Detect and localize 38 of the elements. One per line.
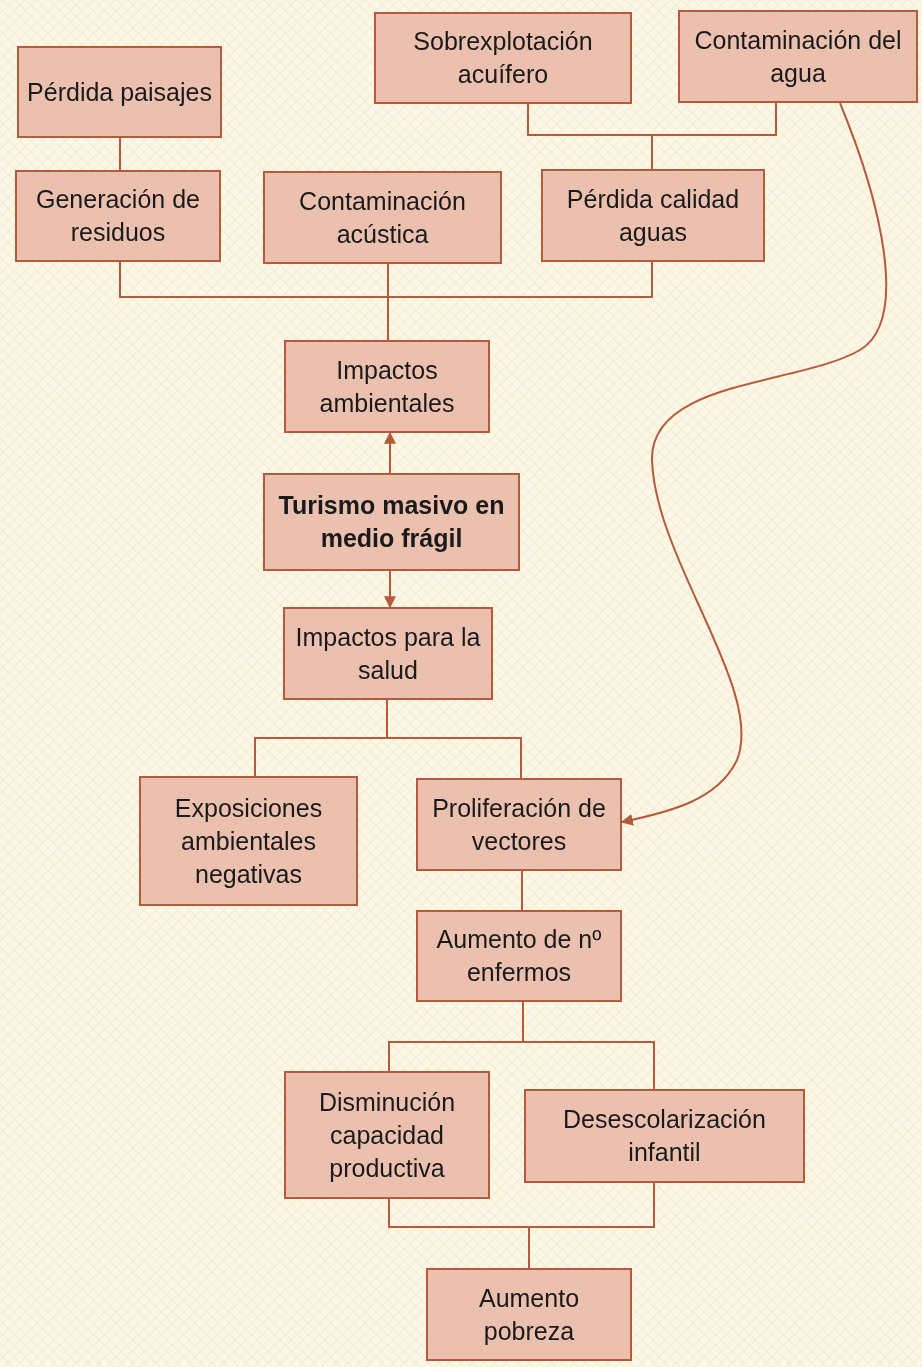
box-label: Sobrexplotación acuífero	[412, 26, 594, 90]
process-box	[15, 170, 221, 262]
process-box	[426, 1268, 632, 1361]
process-box	[263, 473, 520, 571]
process-box	[416, 778, 622, 871]
process-box	[284, 340, 490, 433]
box-label: Contaminación del agua	[693, 24, 903, 89]
box-label: Disminución capacidad productiva	[317, 1086, 457, 1184]
process-box	[416, 910, 622, 1002]
process-box	[283, 607, 493, 700]
process-box	[284, 1071, 490, 1199]
process-box	[374, 12, 632, 104]
box-label: Contaminación acústica	[298, 185, 467, 250]
box-label: Pérdida paisajes	[27, 76, 212, 108]
box-label: Pérdida calidad aguas	[565, 183, 741, 248]
box-label: Desescolarización infantil	[562, 1104, 767, 1168]
arrow	[384, 570, 396, 609]
process-box	[263, 171, 502, 264]
connector-line	[651, 102, 777, 170]
box-label: Generación de residuos	[35, 184, 201, 248]
connector-line	[119, 137, 121, 171]
box-label: Impactos ambientales	[318, 354, 456, 419]
process-box	[524, 1089, 805, 1183]
box-label: Turismo masivo en medio frágil	[277, 490, 506, 554]
connector-line	[387, 261, 653, 341]
box-label: Aumento de nº enfermos	[435, 924, 603, 988]
arrow	[384, 431, 396, 474]
connector-line	[522, 1001, 655, 1090]
process-box	[678, 10, 918, 103]
box-label: Impactos para la salud	[294, 621, 482, 686]
box-label: Aumento pobreza	[477, 1282, 581, 1347]
process-box	[541, 169, 765, 262]
process-box	[17, 46, 222, 138]
connector-line	[521, 870, 523, 911]
process-box	[139, 776, 358, 906]
box-label: Exposiciones ambientales negativas	[173, 792, 324, 890]
box-label: Proliferación de vectores	[431, 792, 607, 857]
connector-line	[528, 1182, 655, 1269]
